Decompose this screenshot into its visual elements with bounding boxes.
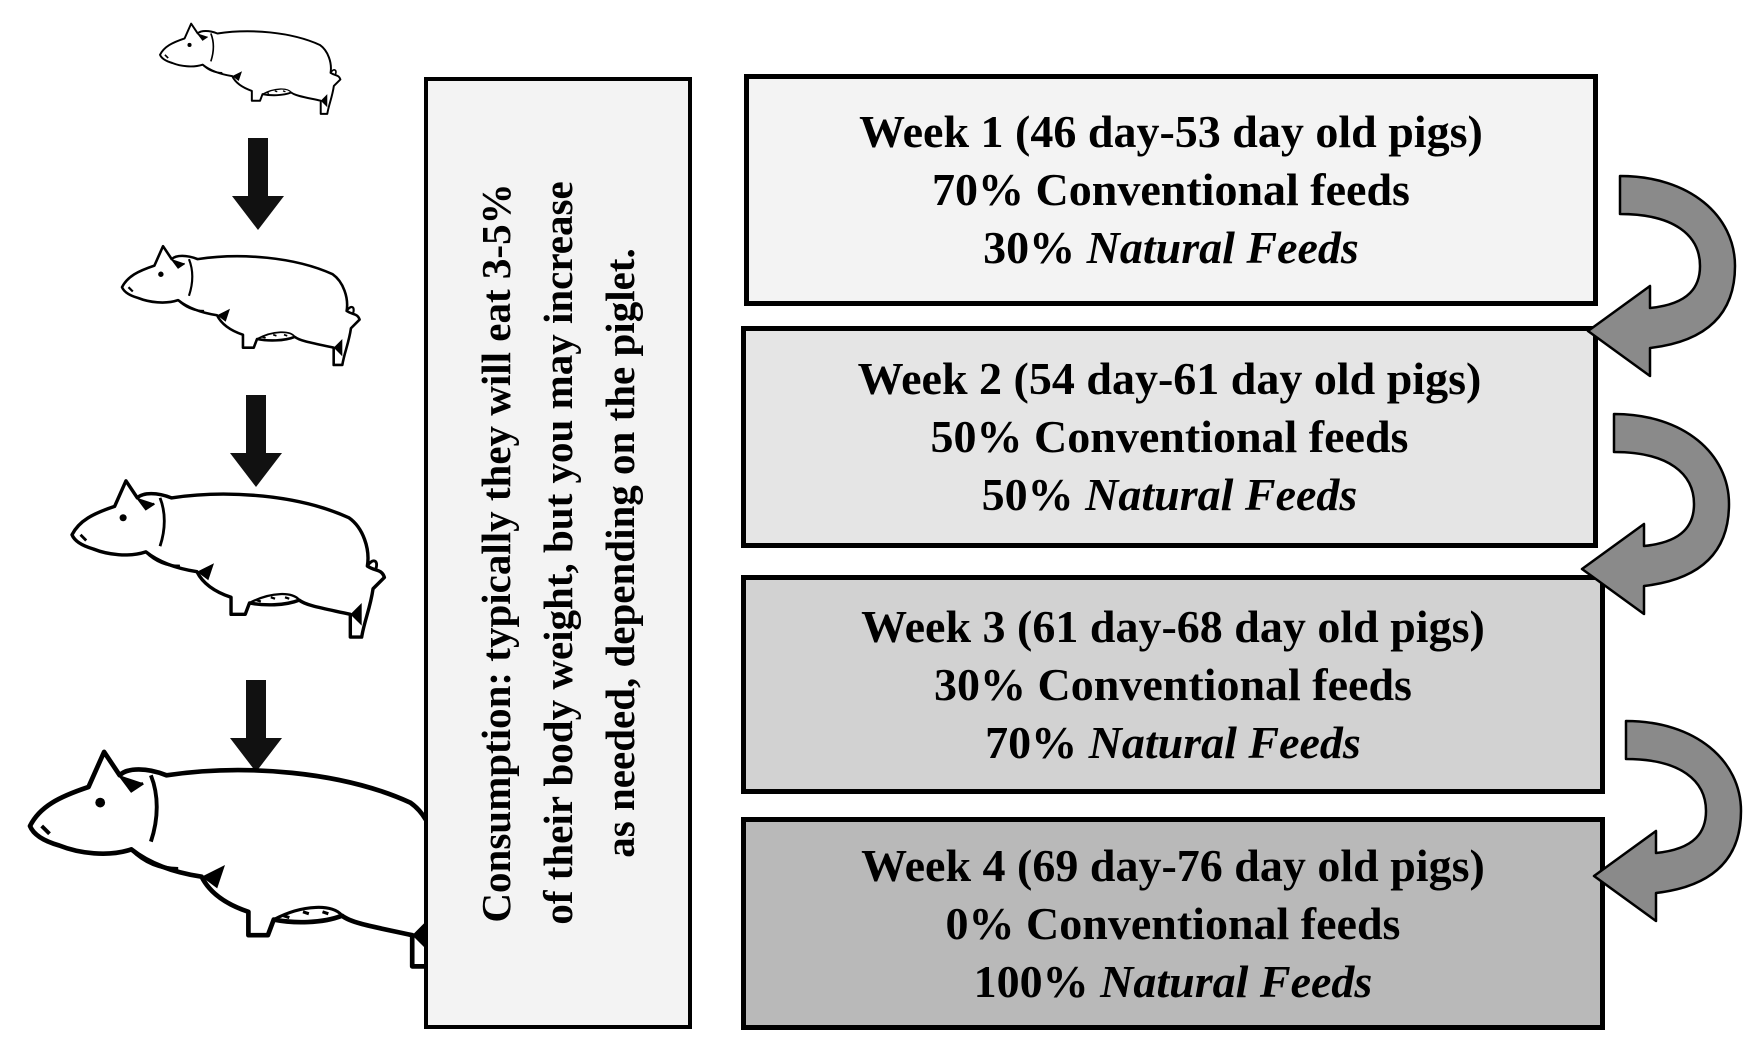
curved-arrow-icon <box>1592 719 1743 923</box>
week-title: Week 4 (69 day-76 day old pigs) <box>861 839 1485 891</box>
natural-label: Natural Feeds <box>1086 222 1359 273</box>
natural-label: Natural Feeds <box>1088 716 1361 768</box>
curved-arrow-icon <box>1586 174 1737 378</box>
consumption-line-1: Consumption: typically they will eat 3-5… <box>473 183 519 923</box>
conventional-label: Conventional feeds <box>1034 411 1409 462</box>
pig-icon <box>120 244 361 367</box>
natural-pct: 30% <box>983 222 1076 273</box>
conventional-pct: 0% <box>945 897 1015 949</box>
week-4-box: Week 4 (69 day-76 day old pigs) 0% Conve… <box>741 817 1605 1030</box>
pig-icon <box>30 752 424 967</box>
conventional-pct: 50% <box>930 411 1023 462</box>
week-1-box: Week 1 (46 day-53 day old pigs) 70% Conv… <box>744 74 1598 306</box>
pig-growth-sequence <box>0 22 424 1048</box>
down-arrow-icon <box>230 395 282 487</box>
conventional-label: Conventional feeds <box>1037 658 1412 710</box>
natural-label: Natural Feeds <box>1085 469 1358 520</box>
consumption-line-2: of their body weight, but you may increa… <box>535 181 581 925</box>
down-arrow-icon <box>230 680 282 772</box>
conventional-pct: 30% <box>934 658 1027 710</box>
conventional-pct: 70% <box>932 164 1025 215</box>
consumption-line-3: as needed, depending on the piglet. <box>597 248 643 858</box>
natural-label: Natural Feeds <box>1100 955 1373 1007</box>
pig-icon <box>70 479 387 639</box>
down-arrow-icon <box>232 138 284 230</box>
natural-pct: 50% <box>981 469 1074 520</box>
consumption-box: Consumption: typically they will eat 3-5… <box>424 77 692 1029</box>
week-3-box: Week 3 (61 day-68 day old pigs) 30% Conv… <box>741 575 1605 794</box>
week-title: Week 1 (46 day-53 day old pigs) <box>859 106 1483 157</box>
natural-pct: 70% <box>985 716 1078 768</box>
week-2-box: Week 2 (54 day-61 day old pigs) 50% Conv… <box>741 326 1598 548</box>
conventional-label: Conventional feeds <box>1035 164 1410 215</box>
consumption-text: Consumption: typically they will eat 3-5… <box>465 88 651 1018</box>
conventional-label: Conventional feeds <box>1026 897 1401 949</box>
pig-icon <box>159 22 342 115</box>
week-title: Week 2 (54 day-61 day old pigs) <box>857 353 1482 404</box>
week-title: Week 3 (61 day-68 day old pigs) <box>861 600 1485 652</box>
natural-pct: 100% <box>973 955 1089 1007</box>
